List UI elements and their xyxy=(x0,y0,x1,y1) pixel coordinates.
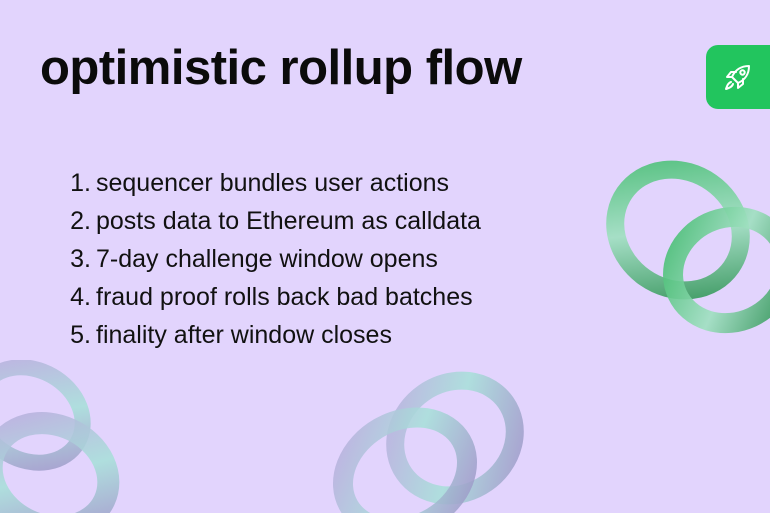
step-text: posts data to Ethereum as calldata xyxy=(96,207,481,235)
step-number: 3. xyxy=(70,245,91,273)
green-rings-decoration xyxy=(606,160,770,334)
rocket-badge xyxy=(706,45,770,109)
step-number: 2. xyxy=(70,207,91,235)
step-number: 4. xyxy=(70,283,91,311)
step-text: 7-day challenge window opens xyxy=(96,245,438,273)
list-item: 5.finality after window closes xyxy=(60,316,481,354)
page-title: optimistic rollup flow xyxy=(40,41,522,95)
pastel-rings-left-decoration xyxy=(0,360,120,513)
rocket-icon xyxy=(725,65,750,90)
list-item: 3.7-day challenge window opens xyxy=(60,240,481,278)
list-item: 1.sequencer bundles user actions xyxy=(60,164,481,202)
list-item: 2.posts data to Ethereum as calldata xyxy=(60,202,481,240)
pastel-rings-center-decoration xyxy=(332,371,524,513)
step-text: fraud proof rolls back bad batches xyxy=(96,283,473,311)
steps-list: 1.sequencer bundles user actions 2.posts… xyxy=(60,164,481,354)
step-text: finality after window closes xyxy=(96,321,392,349)
step-number: 1. xyxy=(70,169,91,197)
step-text: sequencer bundles user actions xyxy=(96,169,450,197)
list-item: 4.fraud proof rolls back bad batches xyxy=(60,278,481,316)
step-number: 5. xyxy=(70,321,91,349)
